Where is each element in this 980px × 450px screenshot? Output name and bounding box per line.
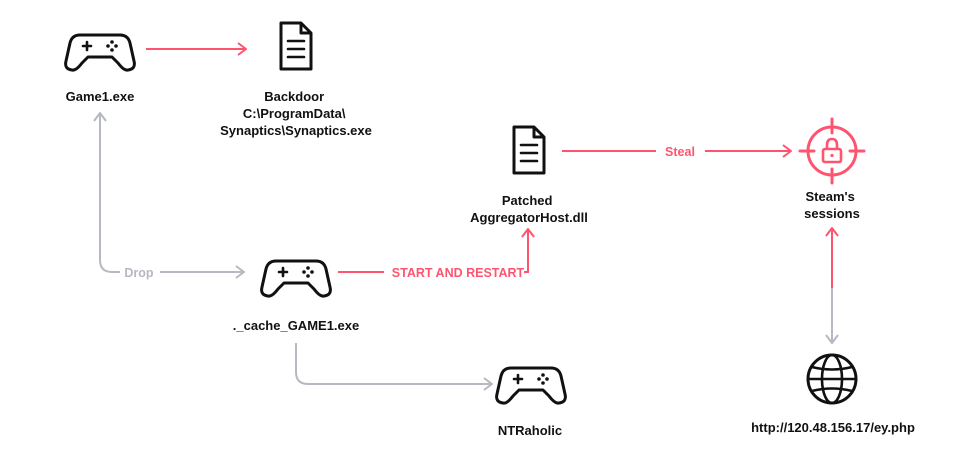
node-label-game1: Game1.exe (66, 89, 135, 104)
node-backdoor: Backdoor C:\ProgramData\ Synaptics\Synap… (220, 21, 372, 138)
node-game1: Game1.exe (64, 33, 136, 104)
node-cache-game1: ._cache_GAME1.exe (233, 259, 359, 333)
gamepad-icon (260, 259, 332, 298)
edge-steam-internet (825, 227, 839, 344)
edge-game1-to-backdoor (146, 42, 247, 56)
edge-steal: Steal (562, 144, 792, 159)
node-label-backdoor: Backdoor C:\ProgramData\ Synaptics\Synap… (220, 89, 372, 138)
document-icon (279, 21, 313, 71)
node-server: http://120.48.156.17/ey.php (751, 353, 915, 435)
document-icon (512, 125, 546, 175)
node-ntraholic: NTRaholic (495, 366, 567, 438)
node-label-cache-game1: ._cache_GAME1.exe (233, 318, 359, 333)
gamepad-icon (64, 33, 136, 72)
node-label-steam-sessions: Steam's sessions (804, 189, 860, 221)
node-patched-dll: Patched AggregatorHost.dll (470, 125, 588, 225)
gamepad-icon (495, 366, 567, 405)
edge-label-start-and-restart: START AND RESTART (392, 266, 525, 280)
globe-icon (806, 353, 858, 405)
edge-drop: Drop (93, 112, 245, 280)
node-label-ntraholic: NTRaholic (498, 423, 562, 438)
edge-label-drop: Drop (124, 266, 154, 280)
lock-target-icon (798, 117, 866, 185)
edge-start-and-restart: START AND RESTART (338, 228, 535, 280)
node-label-server: http://120.48.156.17/ey.php (751, 420, 915, 435)
edge-cache-to-ntraholic (295, 343, 493, 391)
node-label-patched-dll: Patched AggregatorHost.dll (470, 193, 588, 225)
edge-label-steal: Steal (665, 145, 695, 159)
node-steam-sessions: Steam's sessions (798, 117, 866, 221)
